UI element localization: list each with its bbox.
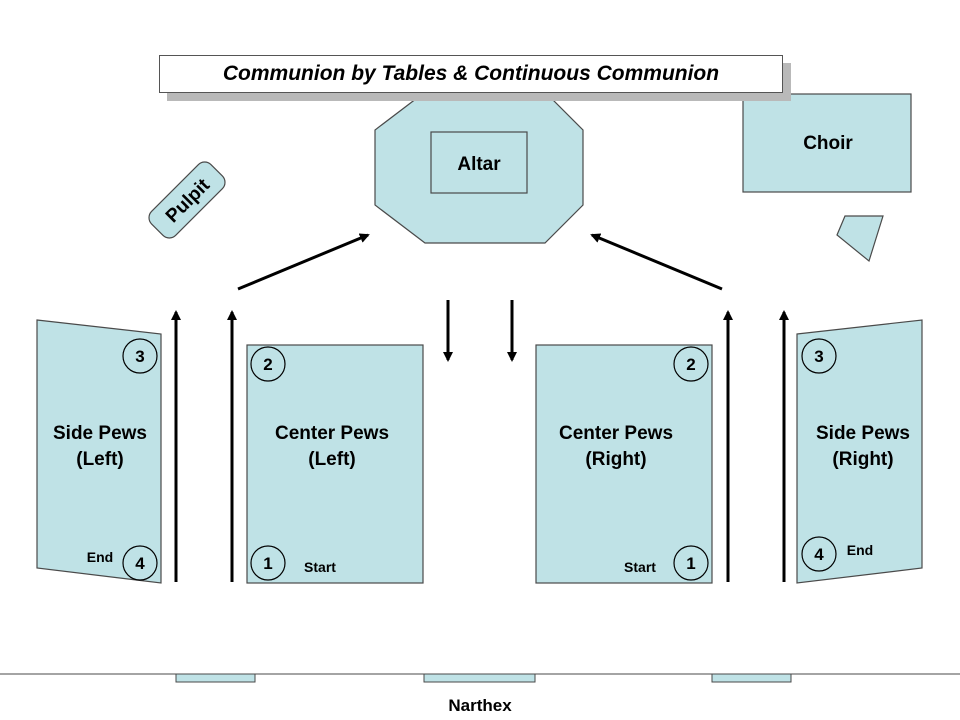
narthex-door-left bbox=[175, 673, 256, 683]
side-pews-left-number-bottom: 4 bbox=[135, 554, 145, 573]
side-pews-right-circle-top bbox=[801, 338, 837, 374]
center-pews-right-circle-bottom bbox=[673, 545, 709, 581]
center-pews-left-line1: Center Pews bbox=[275, 423, 389, 444]
side-pews-left-line1: Side Pews bbox=[53, 423, 147, 444]
side-pews-right-end-label: End bbox=[847, 542, 873, 558]
narthex-label: Narthex bbox=[448, 696, 512, 715]
center-pews-left-number-bottom: 1 bbox=[263, 554, 272, 573]
choir-stand bbox=[836, 215, 884, 263]
side-pews-left-end-label: End bbox=[87, 549, 113, 565]
diagram-title: Communion by Tables & Continuous Communi… bbox=[222, 62, 720, 85]
side-pews-left-circle-bottom bbox=[122, 545, 158, 581]
choir-area bbox=[742, 93, 912, 193]
side-pews-left-number-top: 3 bbox=[135, 347, 144, 366]
narthex-door-center bbox=[423, 673, 536, 683]
choir-label: Choir bbox=[803, 133, 853, 154]
center-pews-left-number-top: 2 bbox=[263, 355, 272, 374]
center-pews-right-number-bottom: 1 bbox=[686, 554, 695, 573]
altar-table bbox=[430, 131, 528, 194]
narthex-door-right bbox=[711, 673, 792, 683]
center-pews-left-start-label: Start bbox=[304, 559, 336, 575]
center-pews-right-number-top: 2 bbox=[686, 355, 695, 374]
center-pews-right-line2: (Right) bbox=[585, 449, 646, 470]
title-box: Communion by Tables & Continuous Communi… bbox=[159, 55, 783, 93]
side-pews-right-number-bottom: 4 bbox=[814, 545, 824, 564]
side-pews-left-circle-top bbox=[122, 338, 158, 374]
center-pews-left-line2: (Left) bbox=[308, 449, 355, 470]
pulpit-box bbox=[148, 161, 226, 239]
center-pews-left-circle-top bbox=[250, 346, 286, 382]
arrow-to-altar-right bbox=[590, 233, 723, 291]
center-pews-right bbox=[535, 344, 713, 584]
side-pews-right-line1: Side Pews bbox=[816, 423, 910, 444]
side-pews-left bbox=[36, 319, 162, 584]
center-pews-left-circle-bottom bbox=[250, 545, 286, 581]
side-pews-right-number-top: 3 bbox=[814, 347, 823, 366]
side-pews-right bbox=[796, 319, 923, 584]
side-pews-left-line2: (Left) bbox=[76, 449, 123, 470]
center-pews-right-circle-top bbox=[673, 346, 709, 382]
center-pews-left bbox=[246, 344, 424, 584]
center-pews-right-line1: Center Pews bbox=[559, 423, 673, 444]
side-pews-right-line2: (Right) bbox=[832, 449, 893, 470]
altar-label: Altar bbox=[457, 154, 501, 175]
center-pews-right-start-label: Start bbox=[624, 559, 656, 575]
arrow-to-altar-left bbox=[237, 233, 370, 291]
side-pews-right-circle-bottom bbox=[801, 536, 837, 572]
